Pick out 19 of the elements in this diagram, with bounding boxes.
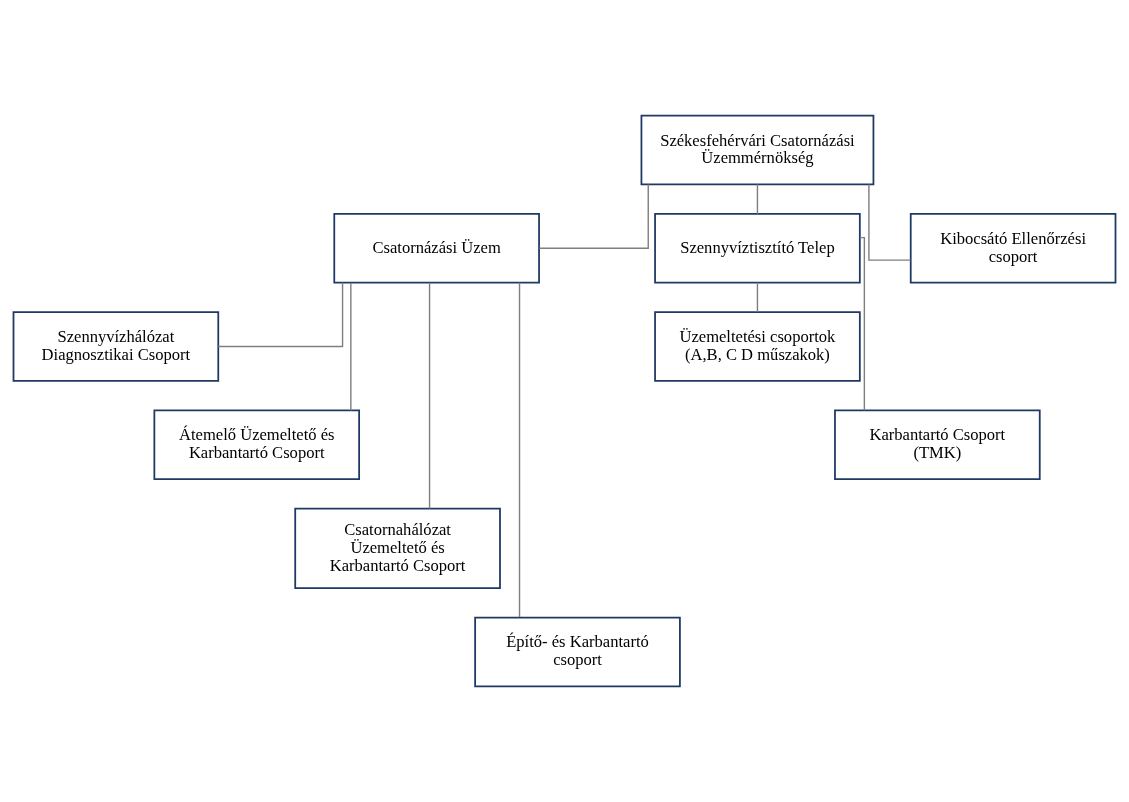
node-box: Szennyvíztisztító Telep — [654, 213, 861, 284]
node-box: Karbantartó Csoport (TMK) — [834, 409, 1041, 480]
connector — [217, 281, 344, 348]
node-box: Székesfehérvári Csatornázási Üzemmérnökség — [640, 114, 875, 186]
connector — [868, 183, 912, 261]
node-box: Csatornázási Üzem — [333, 213, 540, 284]
node-box: Szennyvízhálózat Diagnosztikai Csoport — [12, 311, 220, 382]
node-box: Kibocsátó Ellenőrzési csoport — [909, 213, 1117, 284]
node-box: Üzemeltetési csoportok (A,B, C D műszakok) — [654, 311, 861, 382]
connector — [350, 282, 352, 412]
node-box: Átemelő Üzemeltető és Karbantartó Csoport — [153, 409, 360, 480]
node-box: Csatornahálózat Üzemeltető és Karbantartó Csoport — [294, 507, 501, 589]
connector — [756, 281, 759, 313]
connector — [518, 282, 521, 618]
connector — [538, 183, 649, 249]
connector — [859, 236, 866, 411]
connector — [756, 183, 759, 215]
node-box: Építő- és Karbantartó csoport — [474, 616, 681, 688]
connector — [428, 282, 431, 510]
